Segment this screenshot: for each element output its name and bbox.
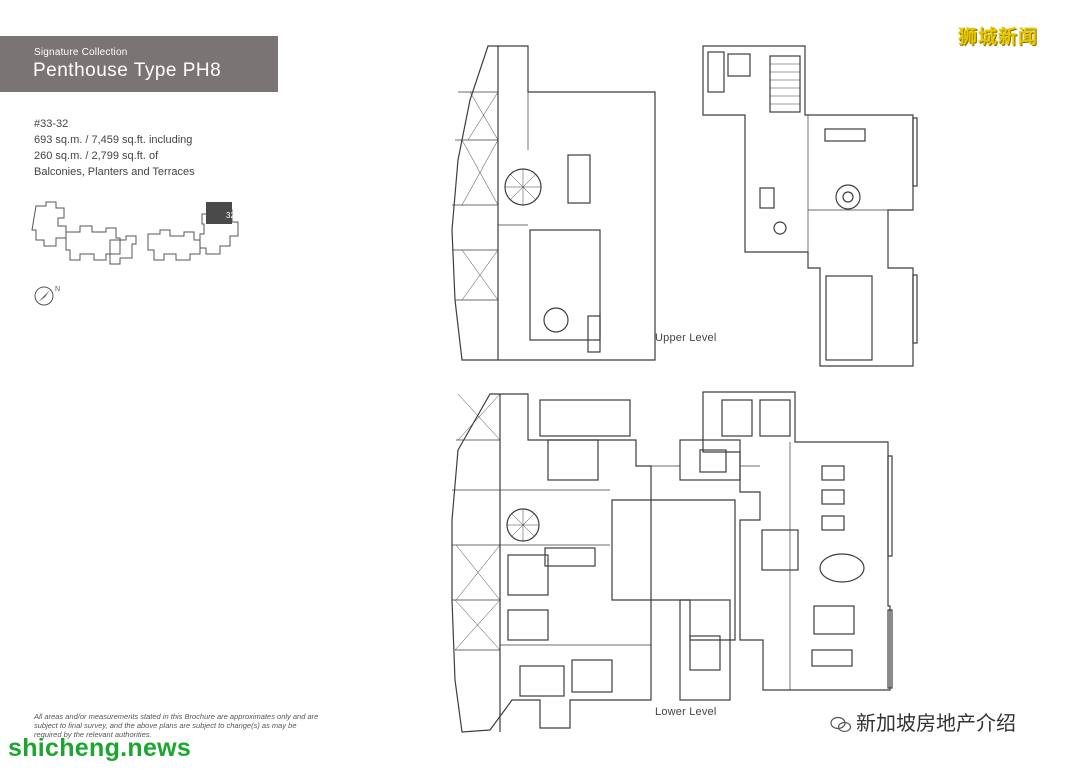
upper-left-outline [451,45,656,361]
disclaimer-text: All areas and/or measurements stated in … [34,712,319,739]
area-line-3: Balconies, Planters and Terraces [34,166,195,178]
north-compass-icon: N [34,286,60,306]
watermark-top-right: 狮城新闻 [958,27,1039,48]
lower-left-outline [451,393,652,733]
lower-core-outline [611,499,736,641]
upper-level-label: Upper Level [655,332,717,344]
area-line-2: 260 sq.m. / 2,799 sq.ft. of [34,150,159,162]
collection-label: Signature Collection [34,47,128,58]
lower-level-label: Lower Level [655,706,717,718]
unit-number: #33-32 [34,118,69,130]
watermark-bottom-left: shicheng.news [8,734,192,762]
area-line-1: 693 sq.m. / 7,459 sq.ft. including [34,134,193,146]
highlighted-unit [206,202,232,224]
lower-right-outline [702,391,891,691]
wechat-account-name: 新加坡房地产介绍 [856,713,1016,735]
north-label: N [55,286,60,293]
wechat-icon [830,716,852,732]
upper-right-outline [702,45,914,367]
title-banner: Signature Collection Penthouse Type PH8 [0,36,278,92]
key-plan-diagram: 32 [31,201,239,265]
page-title: Penthouse Type PH8 [33,60,222,81]
unit-details: #33-32 693 sq.m. / 7,459 sq.ft. includin… [34,116,195,180]
wechat-account-watermark: 新加坡房地产介绍 [826,707,1020,736]
highlighted-unit-label: 32 [226,211,235,220]
